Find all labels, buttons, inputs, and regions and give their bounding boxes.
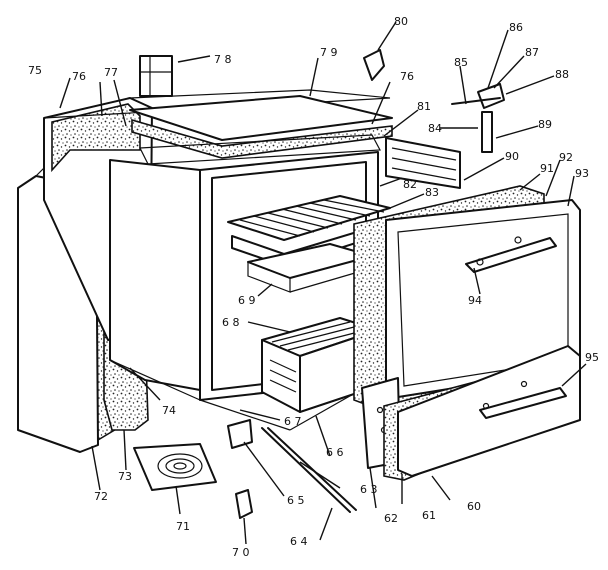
callout-71: 71 (176, 520, 190, 533)
callout-63: 6 3 (360, 483, 378, 496)
callout-86: 86 (509, 21, 523, 34)
rear-hardware (363, 49, 505, 189)
callout-64: 6 4 (290, 535, 308, 548)
callout-78: 7 8 (214, 53, 232, 66)
leader-lines (59, 21, 587, 545)
control-bracket (227, 419, 253, 449)
callout-85: 85 (454, 56, 468, 69)
callout-68: 6 8 (222, 316, 240, 329)
callout-90: 90 (505, 150, 519, 163)
igniter-part (235, 489, 253, 519)
burner-tube (261, 427, 357, 513)
burner-plate (133, 443, 217, 491)
callout-62: 62 (384, 512, 398, 525)
top-cover (129, 95, 393, 165)
callout-67: 6 7 (284, 415, 302, 428)
callout-65: 6 5 (287, 494, 305, 507)
callout-89: 89 (538, 118, 552, 131)
vent-stack (139, 55, 173, 97)
callout-91: 91 (540, 162, 554, 175)
callout-76-right: 76 (400, 70, 414, 83)
callout-77: 77 (104, 66, 118, 79)
callout-66: 6 6 (326, 446, 344, 459)
callout-72: 72 (94, 490, 108, 503)
callout-83: 83 (425, 186, 439, 199)
callout-labels: 60 61 62 6 3 6 4 6 5 6 6 6 7 6 8 6 9 7 0… (28, 15, 599, 559)
callout-93: 93 (575, 167, 589, 180)
callout-94: 94 (468, 294, 482, 307)
callout-76-left: 76 (72, 70, 86, 83)
callout-60: 60 (467, 500, 481, 513)
callout-95: 95 (585, 351, 599, 364)
callout-84: 84 (428, 122, 442, 135)
callout-69: 6 9 (238, 294, 256, 307)
callout-92: 92 (559, 151, 573, 164)
callout-75: 75 (28, 64, 42, 77)
callout-73: 73 (118, 470, 132, 483)
callout-70: 7 0 (232, 546, 250, 559)
callout-87: 87 (525, 46, 539, 59)
broiler-drawer (397, 345, 581, 477)
callout-88: 88 (555, 68, 569, 81)
callout-79: 7 9 (320, 46, 338, 59)
callout-61: 61 (422, 509, 436, 522)
callout-82: 82 (403, 178, 417, 191)
callout-80: 80 (394, 15, 408, 28)
callout-81: 81 (417, 100, 431, 113)
callout-74: 74 (162, 404, 176, 417)
